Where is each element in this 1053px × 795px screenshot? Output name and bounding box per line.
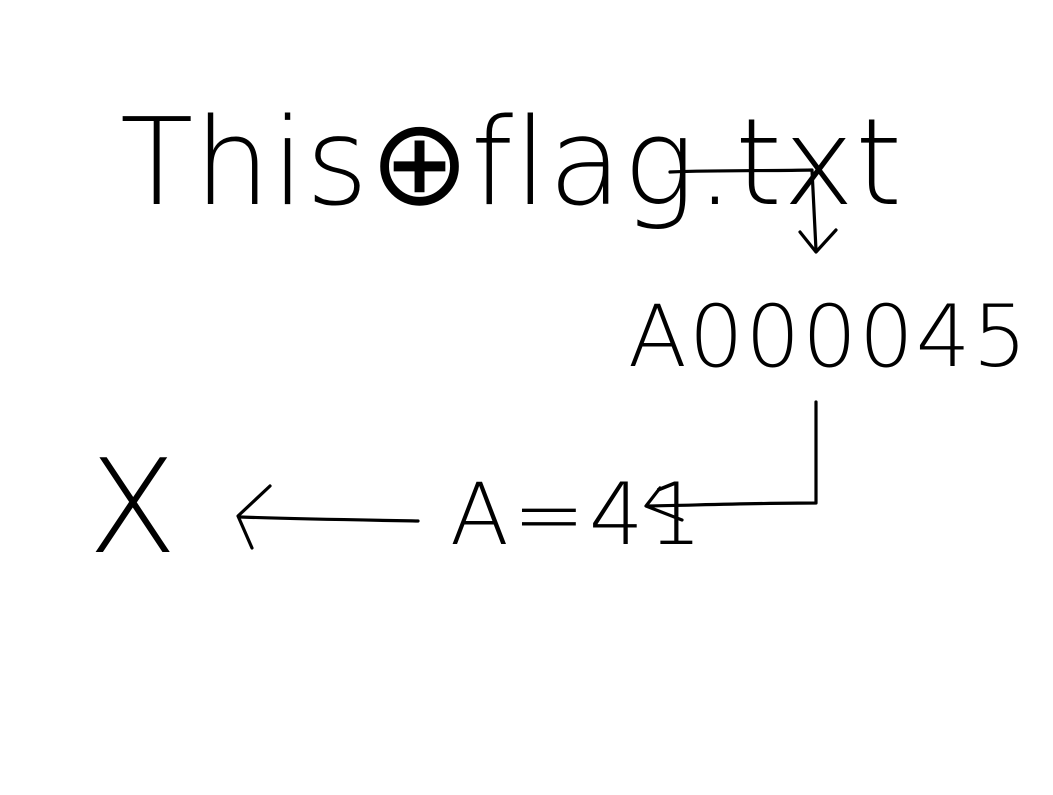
result-label: X — [88, 431, 178, 583]
arrow-source-to-hex — [668, 168, 838, 254]
arrow-equation-to-result — [236, 484, 420, 550]
equation-label: A=41 — [450, 465, 707, 565]
hex-value-label: A000045 — [628, 287, 1030, 387]
arrow-hex-to-equation — [644, 400, 818, 522]
source-label: This⊕flag.txt — [120, 94, 904, 233]
